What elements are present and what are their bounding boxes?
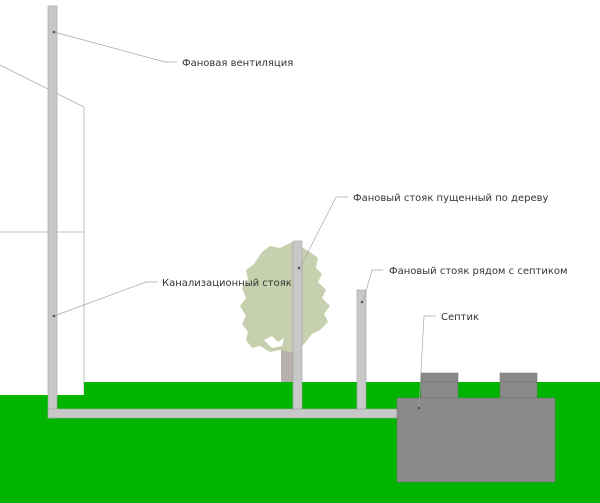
riser-leader [53, 281, 158, 317]
septic-hatch-right [499, 372, 538, 399]
label-tree-riser: Фановый стояк пущенный по дереву [353, 193, 549, 204]
septic-hatch-left [420, 372, 459, 399]
label-septic-riser: Фановый стояк рядом с септиком [389, 266, 568, 277]
septic-riser-pipe [356, 289, 367, 410]
house-outline [0, 64, 85, 395]
vent-leader [53, 31, 177, 63]
septic-arrow-icon [417, 406, 421, 410]
septic-body [396, 397, 556, 483]
tree-crown [240, 242, 330, 352]
tree-riser-pipe [292, 240, 303, 410]
leader-lines [53, 31, 436, 409]
tree-riser-leader [299, 196, 348, 269]
tree-gap [264, 336, 284, 348]
label-vent: Фановая вентиляция [182, 58, 293, 69]
vent-arrow-icon [52, 30, 56, 34]
leader-arrows [52, 30, 421, 410]
label-septic: Септик [441, 312, 479, 323]
main-riser-pipe [47, 5, 58, 419]
tree [240, 242, 330, 382]
tree-riser-arrow-icon [297, 266, 301, 270]
septic-riser-leader [362, 269, 383, 303]
ground [0, 382, 600, 503]
septic-tank [396, 372, 556, 483]
label-sewer-riser: Канализационный стояк [162, 278, 292, 289]
riser-arrow-icon [52, 314, 56, 318]
septic-leader [418, 315, 436, 409]
roof-line [0, 64, 85, 108]
horizontal-pipe [47, 408, 399, 419]
septic-riser-arrow-icon [360, 300, 364, 304]
